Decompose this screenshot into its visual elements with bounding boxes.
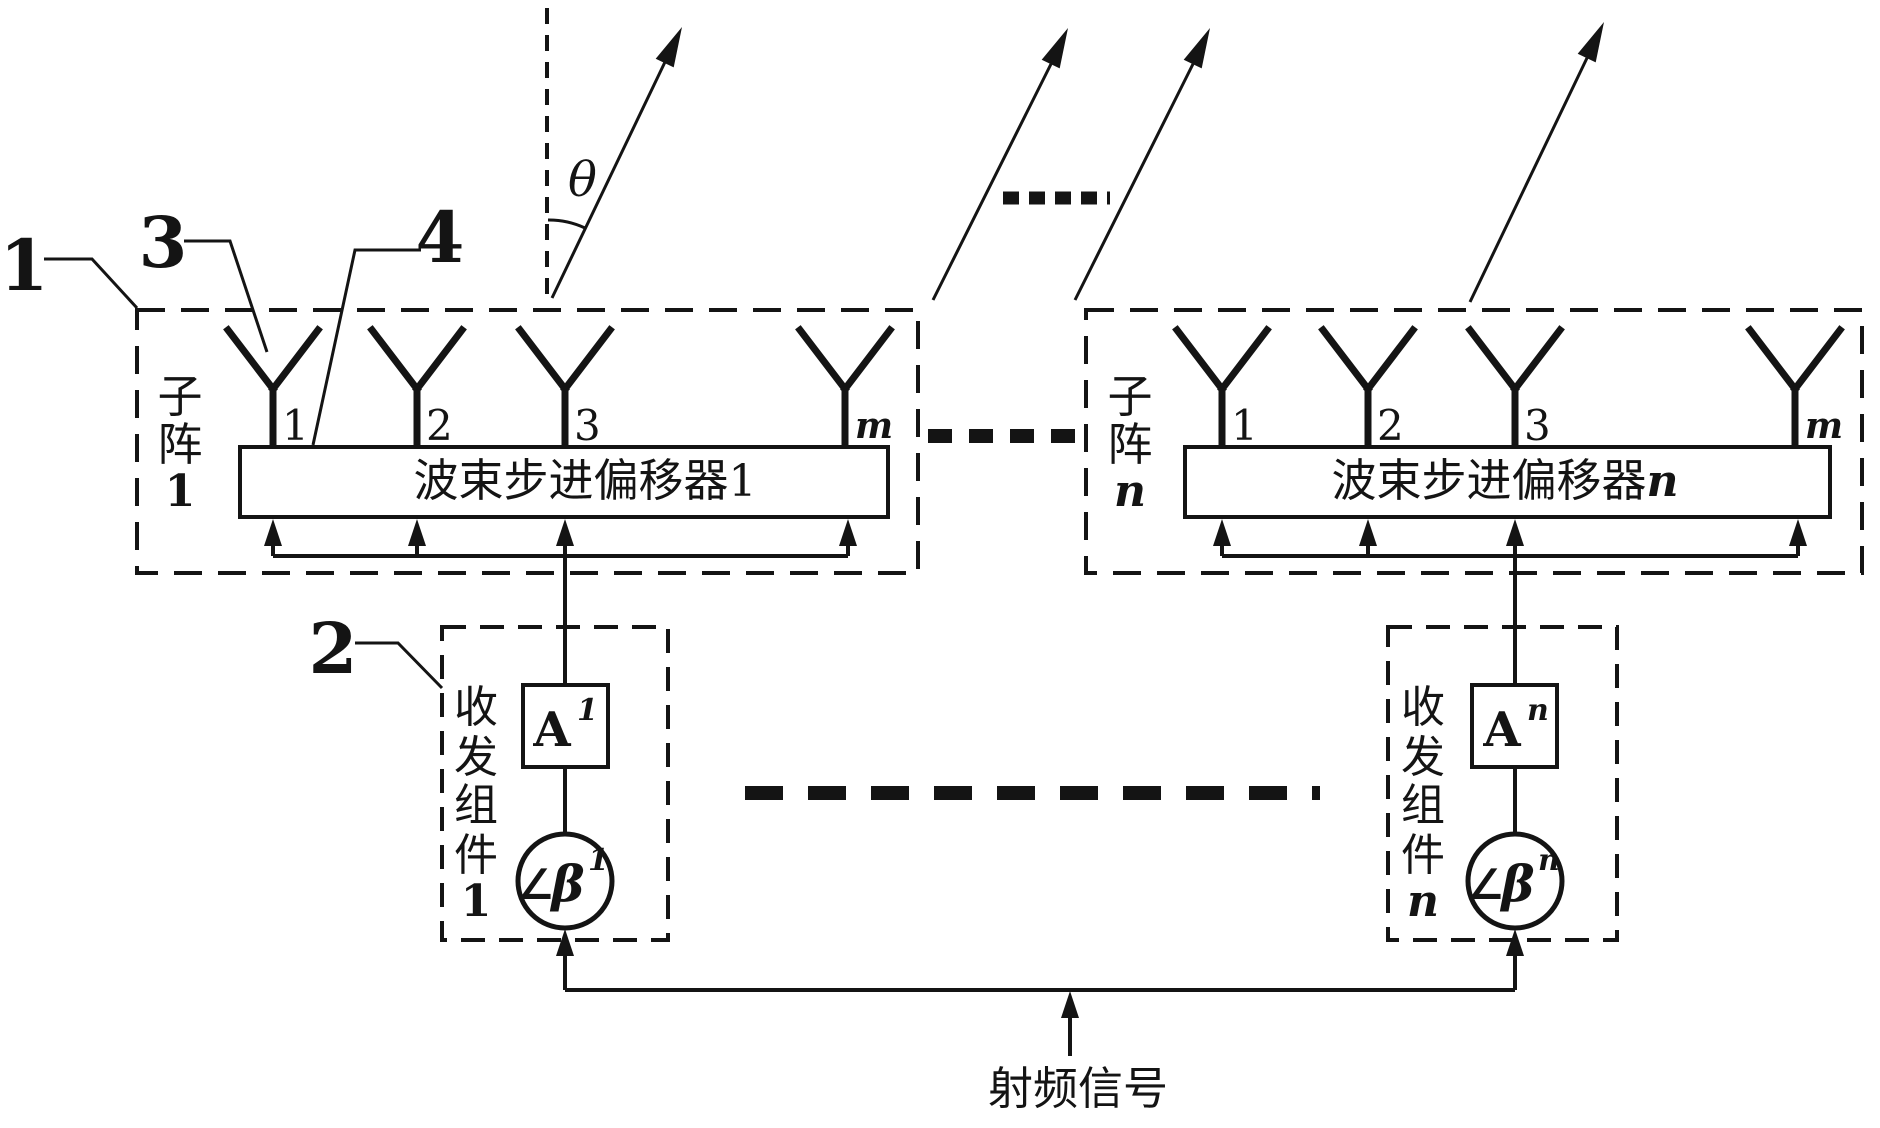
ref-label-2: 2 — [309, 607, 358, 690]
theta-angle-label: θ — [568, 152, 597, 208]
rf-signal-label: 射频信号 — [988, 1063, 1168, 1114]
transceiver-1-label-index: 1 — [461, 876, 492, 927]
beam-arrow-1 — [550, 27, 682, 299]
transceiver-1-label-char-2: 发 — [454, 733, 498, 782]
subarray-1-label-char-2: 阵 — [157, 419, 202, 470]
transceiver-1-label-char-4: 件 — [454, 831, 498, 880]
subarray-n-label: 子 阵 n — [1107, 371, 1152, 517]
ref-leader-3 — [184, 239, 269, 353]
subarray-1-label-index: 1 — [165, 466, 196, 517]
transceiver-n-label: 收 发 组 件 n — [1401, 683, 1445, 927]
ref-leader-2 — [355, 641, 444, 690]
amplifier-n-box — [1470, 683, 1559, 769]
antenna-element: 2 — [1318, 325, 1418, 451]
antenna-element: m — [795, 325, 895, 451]
antenna-element: 1 — [223, 325, 323, 451]
subarray-n-dashed-box — [1084, 308, 1864, 575]
transceiver-n-label-char-4: 件 — [1401, 831, 1445, 880]
ref-label-4: 4 — [416, 196, 465, 279]
beam-arrow-4 — [1468, 22, 1604, 303]
beam-step-shifter-1-label: 波束步进偏移器1 — [413, 455, 756, 507]
shifter-n-control-bus — [1213, 519, 1807, 558]
transceiver-1-dashed-box — [440, 625, 670, 942]
shifter-1-control-bus — [264, 519, 857, 558]
antenna-number: m — [1805, 405, 1843, 447]
phase-shifter-1-superscript: 1 — [588, 843, 609, 878]
rf-input-arrow — [1061, 991, 1079, 1056]
transceiver-n-label-char-3: 组 — [1401, 781, 1445, 830]
subarray-1-label-char-1: 子 — [157, 371, 202, 422]
phase-shifter-n-superscript: n — [1538, 843, 1560, 878]
amplifier-n-superscript: n — [1527, 693, 1549, 728]
reference-numerals: 1 3 4 2 — [0, 196, 464, 690]
antenna-number: 1 — [282, 401, 309, 450]
phase-shifter-1-circle — [515, 831, 615, 931]
amplifier-1-symbol: A — [532, 702, 571, 758]
transceiver-1-label-char-3: 组 — [454, 781, 498, 830]
antenna-number: 1 — [1231, 401, 1258, 450]
subarray-n-label-index: n — [1114, 466, 1146, 517]
antenna-number: 2 — [1377, 401, 1404, 450]
beam-region: θ — [545, 8, 1604, 303]
phase-shifter-1-beta: β — [549, 854, 584, 913]
transceiver-1-label: 收 发 组 件 1 — [454, 683, 498, 927]
transceiver-n-label-char-1: 收 — [1401, 683, 1445, 732]
subarray-n: 子 阵 n 1 2 3 m 波束步进偏移器n — [1084, 308, 1864, 685]
subarray-1-dashed-box — [135, 308, 920, 575]
transceiver-n: 收 发 组 件 n A n ∠ β n — [1386, 625, 1619, 990]
beam-arrow-3 — [1073, 28, 1210, 301]
amplifier-n-symbol: A — [1482, 702, 1521, 758]
subarray-1-label: 子 阵 1 — [157, 371, 202, 517]
subarray-n-label-char-1: 子 — [1107, 371, 1152, 422]
transceiver-n-dashed-box — [1386, 625, 1619, 942]
phase-shifter-n-circle — [1465, 831, 1565, 931]
subarray-n-label-char-2: 阵 — [1107, 419, 1152, 470]
phase-shifter-n-beta: β — [1499, 854, 1534, 913]
antenna-element: 3 — [515, 325, 615, 451]
theta-angle-arc — [547, 218, 586, 230]
rf-distribution: 射频信号 — [565, 988, 1515, 1114]
amplifier-1-superscript: 1 — [577, 693, 598, 728]
antenna-element: 2 — [367, 325, 467, 451]
antenna-element: 3 — [1465, 325, 1565, 451]
antenna-number: 3 — [574, 401, 601, 450]
transceiver-n-label-index: n — [1407, 876, 1439, 927]
beam-step-shifter-n-label: 波束步进偏移器n — [1331, 455, 1678, 507]
phase-shifter-n-angle-symbol: ∠ — [1466, 860, 1504, 909]
rf-feed-arrow-n — [1506, 929, 1524, 990]
amplifier-1-box — [521, 683, 610, 769]
beam-step-shifter-n-box — [1183, 445, 1832, 519]
ref-leader-1 — [44, 257, 139, 310]
antenna-element: m — [1745, 325, 1845, 451]
ref-leader-4 — [311, 248, 421, 446]
transceiver-1-label-char-1: 收 — [454, 683, 498, 732]
phase-shifter-1-angle-symbol: ∠ — [516, 860, 554, 909]
transceiver-n-label-char-2: 发 — [1401, 733, 1445, 782]
antenna-element: 1 — [1172, 325, 1272, 451]
antenna-number: 2 — [426, 401, 453, 450]
antenna-number: m — [855, 405, 893, 447]
beam-step-shifter-1-box — [238, 445, 890, 519]
beam-arrow-2 — [931, 28, 1068, 301]
transceiver-1: 收 发 组 件 1 A 1 ∠ β 1 — [440, 625, 670, 990]
rf-feed-arrow-1 — [556, 929, 574, 990]
ref-label-1: 1 — [0, 224, 48, 307]
subarray-1: 子 阵 1 1 2 3 m 波束步进偏移器1 — [135, 308, 920, 685]
ref-label-3: 3 — [139, 201, 188, 284]
antenna-number: 3 — [1524, 401, 1551, 450]
